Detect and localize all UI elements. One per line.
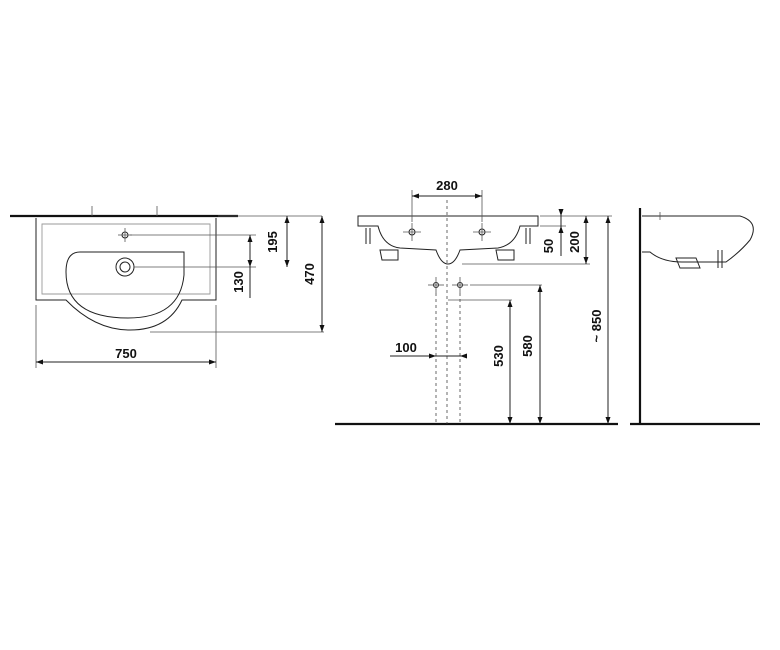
dim-130: 130 bbox=[231, 271, 246, 293]
top-view-basin-outline bbox=[35, 218, 217, 331]
dim-200: 200 bbox=[567, 231, 582, 253]
side-view-basin-outline bbox=[642, 215, 754, 263]
dim-750: 750 bbox=[115, 346, 137, 361]
dim-530: 530 bbox=[491, 345, 506, 367]
top-view-bowl bbox=[65, 251, 185, 319]
side-view bbox=[630, 208, 760, 426]
dim-50: 50 bbox=[541, 239, 556, 253]
dim-580: 580 bbox=[520, 335, 535, 357]
dim-100: 100 bbox=[395, 340, 417, 355]
top-view: 750 195 130 470 bbox=[10, 206, 325, 368]
front-view-basin-outline bbox=[357, 215, 539, 265]
drain-outer bbox=[115, 257, 135, 277]
dim-850: ~ 850 bbox=[589, 310, 604, 343]
dim-280: 280 bbox=[436, 178, 458, 193]
drain-inner bbox=[119, 261, 131, 273]
dim-195: 195 bbox=[265, 231, 280, 253]
dim-470: 470 bbox=[302, 263, 317, 285]
front-view: 280 100 50 200 530 580 ~ 850 bbox=[335, 178, 618, 426]
